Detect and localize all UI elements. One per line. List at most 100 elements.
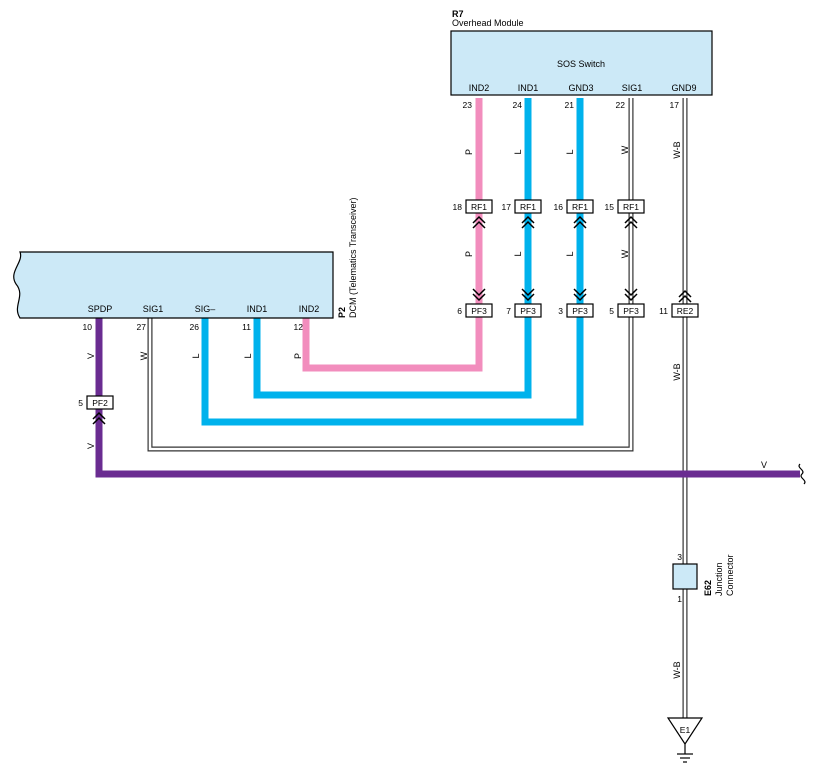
pf-connector-box — [617, 303, 645, 318]
dcm-module-box — [13, 251, 334, 319]
connector-chevron-icon — [521, 288, 535, 302]
pf-connector-box — [465, 303, 493, 318]
wire-color-label: W-B — [672, 661, 682, 678]
rf-connector-box — [465, 199, 493, 214]
pf-connector-label: PF3 — [572, 306, 588, 316]
sos-switch-label: SOS Switch — [557, 59, 605, 69]
rf-connector-label: RF1 — [471, 202, 487, 212]
wire-gnd3-blue — [201, 98, 584, 426]
re2-connector-pin: 11 — [659, 306, 668, 316]
wire-color-label: W-B — [672, 141, 682, 158]
overhead-pin-number: 23 — [463, 100, 473, 110]
pf-connector-pin: 6 — [457, 306, 462, 316]
dcm-pin-number: 10 — [83, 322, 93, 332]
junction-code: E62 — [703, 580, 713, 596]
rf-connector-box — [566, 199, 594, 214]
rf-connector-pin: 18 — [453, 202, 463, 212]
ground-triangle-icon — [666, 717, 704, 746]
wire-color-label: P — [293, 353, 303, 359]
wire-color-label: W — [620, 145, 630, 154]
wire-color-label: L — [243, 353, 253, 358]
junction-pin-bottom: 1 — [677, 594, 682, 604]
connector-chevron-icon — [678, 289, 692, 303]
pf2-connector-label: PF2 — [92, 398, 108, 408]
wire-color-label: W — [620, 249, 630, 258]
dcm-pin-number: 27 — [137, 322, 147, 332]
dcm-pin-label: IND2 — [299, 304, 320, 314]
rf-connector-label: RF1 — [572, 202, 588, 212]
connector-chevron-icon — [521, 215, 535, 229]
overhead-pin-number: 24 — [513, 100, 523, 110]
wire-color-label: P — [464, 251, 474, 257]
overhead-pin-label: SIG1 — [622, 83, 643, 93]
rf-connector-label: RF1 — [520, 202, 536, 212]
pf2-connector-box — [86, 395, 114, 410]
connector-chevron-icon — [92, 411, 106, 425]
wire-ind1-blue — [253, 98, 532, 399]
dcm-pin-label: IND1 — [247, 304, 268, 314]
rf-connector-pin: 15 — [605, 202, 615, 212]
connector-chevron-icon — [624, 215, 638, 229]
pf-connector-pin: 7 — [506, 306, 511, 316]
junction-name-line2: Connector — [725, 554, 735, 596]
wire-color-label: L — [513, 251, 523, 256]
rf-connector-box — [617, 199, 645, 214]
wire-ind2-pink — [302, 98, 483, 372]
re2-connector-box — [671, 303, 699, 318]
overhead-pin-number: 22 — [616, 100, 626, 110]
connector-chevron-icon — [573, 215, 587, 229]
dcm-pin-number: 12 — [294, 322, 304, 332]
wire-color-label: W-B — [672, 363, 682, 380]
dcm-pin-number: 11 — [242, 322, 251, 332]
overhead-pin-label: GND3 — [568, 83, 593, 93]
rf-connector-pin: 17 — [502, 202, 512, 212]
pf-connector-label: PF3 — [520, 306, 536, 316]
connector-chevron-icon — [472, 215, 486, 229]
pf2-connector-pin: 5 — [78, 398, 83, 408]
overhead-pin-label: IND2 — [469, 83, 490, 93]
dcm-module-code: P2 — [337, 307, 347, 318]
wire-color-label: V — [761, 460, 767, 470]
dcm-module-name: DCM (Telematics Transceiver) — [348, 197, 358, 318]
pf-connector-pin: 3 — [558, 306, 563, 316]
ground-label: E1 — [680, 725, 691, 735]
pf-connector-box — [566, 303, 594, 318]
overhead-pin-number: 21 — [565, 100, 575, 110]
dcm-pin-label: SIG– — [195, 304, 216, 314]
pf-connector-label: PF3 — [471, 306, 487, 316]
overhead-pin-number: 17 — [670, 100, 680, 110]
overhead-pin-label: GND9 — [671, 83, 696, 93]
overhead-module-name: Overhead Module — [452, 18, 524, 28]
overhead-pin-label: IND1 — [518, 83, 539, 93]
pf-connector-pin: 5 — [609, 306, 614, 316]
wire-color-label: V — [86, 443, 96, 449]
wire-break-mark — [798, 463, 806, 485]
pf-connector-label: PF3 — [623, 306, 639, 316]
wire-color-label: L — [513, 149, 523, 154]
wire-color-label: V — [86, 353, 96, 359]
connector-chevron-icon — [624, 288, 638, 302]
overhead-module-box — [450, 30, 713, 96]
dcm-pin-label: SPDP — [88, 304, 113, 314]
wire-color-label: P — [464, 149, 474, 155]
rf-connector-box — [514, 199, 542, 214]
wire-color-label: L — [565, 251, 575, 256]
wire-color-label: L — [565, 149, 575, 154]
wire-color-label: W — [139, 351, 149, 360]
junction-pin-top: 3 — [677, 552, 682, 562]
re2-connector-label: RE2 — [677, 306, 694, 316]
rf-connector-label: RF1 — [623, 202, 639, 212]
dcm-pin-label: SIG1 — [143, 304, 164, 314]
connector-chevron-icon — [573, 288, 587, 302]
connector-chevron-icon — [472, 288, 486, 302]
overhead-module-code: R7 — [452, 9, 464, 19]
wire-color-label: L — [191, 353, 201, 358]
wire-sig1-white-inner — [148, 98, 633, 451]
wire-spdp-purple — [95, 318, 800, 478]
pf-connector-box — [514, 303, 542, 318]
junction-name-line1: Junction — [714, 562, 724, 596]
rf-connector-pin: 16 — [554, 202, 564, 212]
junction-connector-box — [672, 563, 698, 590]
dcm-pin-number: 26 — [190, 322, 200, 332]
